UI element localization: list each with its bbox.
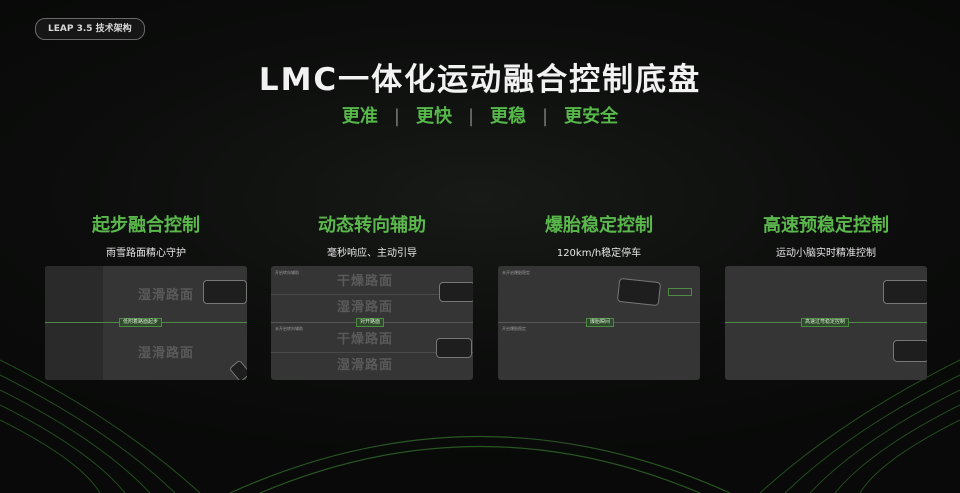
feature-desc: 雨雪路面精心守护 xyxy=(106,248,186,259)
scene-tag: 爆胎瞬间 xyxy=(586,318,615,327)
separator: | xyxy=(542,106,549,127)
subtitle-item: 更安全 xyxy=(564,106,619,127)
demo-video-panel[interactable]: 开启转向辅助 未开启转向辅助 干燥路面 湿滑路面 干燥路面 湿滑路面 对开路面 xyxy=(271,266,473,380)
road-label: 干燥路面 xyxy=(337,332,394,347)
road-shoulder xyxy=(45,266,103,380)
feature-steering-assist: 动态转向辅助 毫秒响应、主动引导 开启转向辅助 未开启转向辅助 干燥路面 湿滑路… xyxy=(271,214,473,380)
feature-title: 起步融合控制 xyxy=(92,215,200,236)
scene-tag: 高速过弯稳定控制 xyxy=(801,318,850,327)
car-icon xyxy=(436,338,472,358)
road-label: 干燥路面 xyxy=(337,274,394,289)
lane-line xyxy=(271,352,473,353)
subtitle-item: 更准 xyxy=(341,106,378,127)
feature-title: 高速预稳定控制 xyxy=(763,215,889,236)
demo-video-panel[interactable]: 未开启爆胎稳定 开启爆胎稳定 爆胎瞬间 xyxy=(498,266,700,380)
road-label: 湿滑路面 xyxy=(138,346,195,361)
car-icon xyxy=(616,277,662,307)
page-title: LMC一体化运动融合控制底盘 xyxy=(258,62,702,98)
feature-title: 动态转向辅助 xyxy=(318,215,426,236)
car-icon xyxy=(893,340,927,362)
feature-desc: 120km/h稳定停车 xyxy=(556,248,642,259)
car-icon xyxy=(228,359,247,380)
feature-blowout-control: 爆胎稳定控制 120km/h稳定停车 未开启爆胎稳定 开启爆胎稳定 爆胎瞬间 xyxy=(498,214,700,380)
separator: | xyxy=(393,106,400,127)
lane-line xyxy=(271,294,473,295)
panel-caption: 未开启转向辅助 xyxy=(275,326,303,331)
panel-caption: 开启转向辅助 xyxy=(275,270,299,275)
road-label: 湿滑路面 xyxy=(138,288,195,303)
scene-tag: 对开路面 xyxy=(356,318,385,327)
feature-launch-control: 起步融合控制 雨雪路面精心守护 湿滑路面 湿滑路面 低附着路面起步 xyxy=(45,214,247,380)
feature-desc: 运动小脑实时精准控制 xyxy=(776,248,876,259)
road-label: 湿滑路面 xyxy=(337,300,394,315)
car-icon xyxy=(439,282,473,302)
demo-video-panel[interactable]: 湿滑路面 湿滑路面 低附着路面起步 xyxy=(45,266,247,380)
road-label: 湿滑路面 xyxy=(337,358,394,373)
feature-highspeed-stability: 高速预稳定控制 运动小脑实时精准控制 高速过弯稳定控制 xyxy=(725,214,927,380)
section-badge: LEAP 3.5 技术架构 xyxy=(35,18,145,40)
feature-title: 爆胎稳定控制 xyxy=(545,215,653,236)
scene-tag: 低附着路面起步 xyxy=(119,318,163,327)
panel-caption: 开启爆胎稳定 xyxy=(502,326,526,331)
subtitle-row: 更准 | 更快 | 更稳 | 更安全 xyxy=(0,102,960,128)
subtitle-item: 更快 xyxy=(415,106,452,127)
separator: | xyxy=(467,106,475,127)
feature-desc: 毫秒响应、主动引导 xyxy=(327,248,417,259)
car-icon xyxy=(203,280,247,304)
status-box xyxy=(668,288,692,296)
car-icon xyxy=(883,280,927,304)
demo-video-panel[interactable]: 高速过弯稳定控制 xyxy=(725,266,927,380)
subtitle-item: 更稳 xyxy=(490,106,527,127)
panel-caption: 未开启爆胎稳定 xyxy=(502,270,530,275)
